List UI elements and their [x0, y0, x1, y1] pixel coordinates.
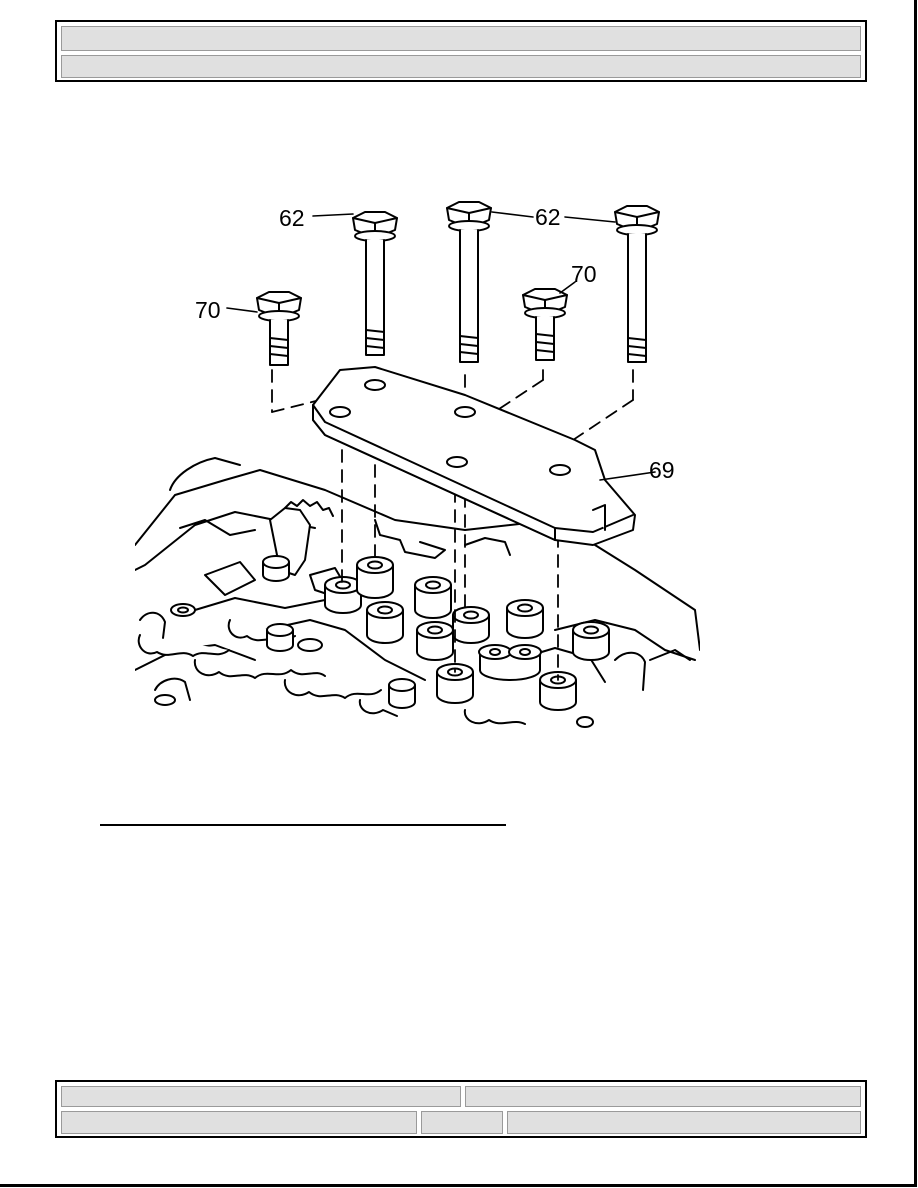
illustration-svg: 62 62 70 70 69: [135, 201, 700, 728]
header-table: [55, 20, 867, 82]
header-title-row: [61, 26, 861, 51]
callout-69: 69: [649, 457, 675, 483]
footer-cell-bottom-right: [507, 1111, 861, 1134]
valve-body-drawing: [135, 457, 700, 728]
exploded-view-illustration: 62 62 70 70 69: [135, 190, 700, 730]
section-divider: [100, 824, 506, 826]
footer-cell-top-right: [465, 1086, 861, 1107]
footer-cell-bottom-middle: [421, 1111, 503, 1134]
footer-cell-bottom-left: [61, 1111, 417, 1134]
header-subtitle-row: [61, 55, 861, 78]
bolt-62-center-drawing: [446, 201, 492, 363]
callout-62-left: 62: [279, 205, 305, 231]
leader-lines: [226, 211, 656, 481]
bolt-70-right-drawing: [522, 288, 568, 361]
bolt-70-left-drawing: [256, 291, 302, 366]
bolt-62-right-drawing: [614, 205, 660, 363]
callout-62-right: 62: [535, 204, 561, 230]
callout-70-left: 70: [195, 297, 221, 323]
footer-cell-top-left: [61, 1086, 461, 1107]
callout-70-right: 70: [571, 261, 597, 287]
footer-table: [55, 1080, 867, 1138]
solenoid-plate-drawing: [312, 366, 636, 546]
bolt-62-left-drawing: [352, 211, 398, 356]
